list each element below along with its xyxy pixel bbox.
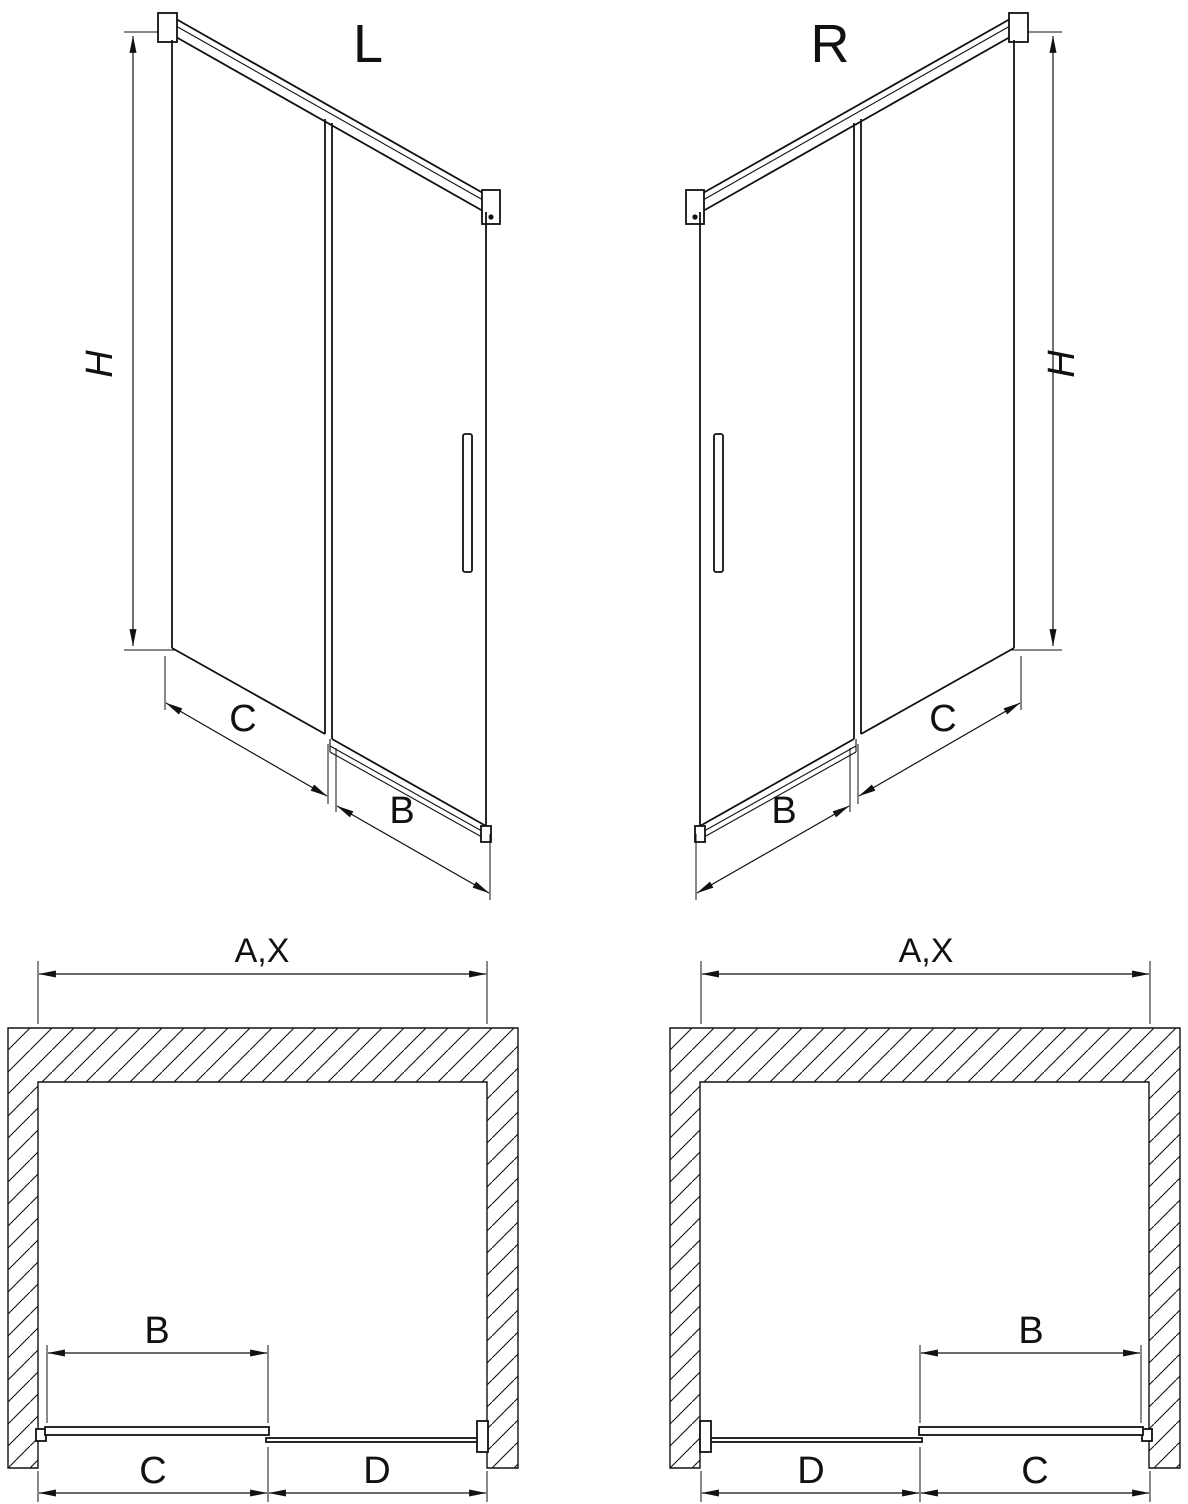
iso-left-dim-C-label: C [229,698,256,740]
plan-left-dim-B-label: B [144,1310,169,1352]
iso-view-right [686,13,1062,900]
dim-door-B [335,748,491,900]
dim-fixed-C [164,656,329,804]
iso-right-dim-C-label: C [929,698,956,740]
sliding-panel-plan [44,1426,270,1436]
dim-height-H [124,31,176,651]
door-handle [462,433,473,573]
plan-door-assembly [35,1420,489,1453]
iso-right-variant-label: R [811,14,850,74]
plan-left-dim-D-label: D [363,1450,390,1492]
wall-profile [476,1420,489,1453]
plan-left-dim-C-label: C [139,1450,166,1492]
plan-view-left [35,961,489,1502]
plan-left-walls [7,1027,519,1469]
fixed-glass-panel [171,40,326,735]
dim-total-AX [37,961,488,1024]
plan-right-dim-D-label: D [797,1450,824,1492]
dim-C-D-plan [37,1447,488,1502]
iso-view-left [124,12,501,900]
sliding-door-panel [329,123,492,843]
iso-left-variant-label: L [353,14,383,74]
plan-right-dim-B-label: B [1018,1310,1043,1352]
dim-door-B-plan [46,1345,269,1423]
plan-right-dim-C-label: C [1021,1450,1048,1492]
iso-right-dim-B-label: B [771,790,796,832]
iso-left-dim-B-label: B [389,790,414,832]
iso-right-dim-H-label: H [1041,350,1083,378]
plan-right-dim-AX-label: A,X [899,932,954,970]
fixed-panel-plan [265,1437,482,1443]
iso-left-dim-H-label: H [79,350,121,378]
top-rail [157,12,501,225]
plan-left-dim-AX-label: A,X [235,932,290,970]
plan-right-walls [669,1027,1181,1469]
rail-roller-dot [488,214,494,220]
